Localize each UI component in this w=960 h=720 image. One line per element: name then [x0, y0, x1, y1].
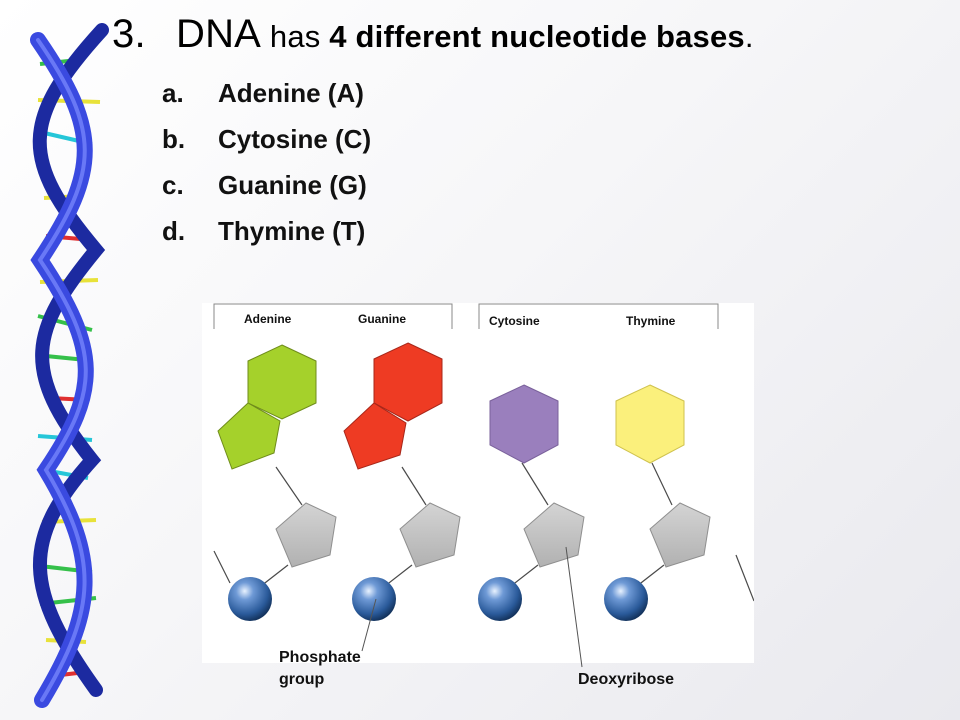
list-item: c. Guanine (G) [162, 170, 371, 216]
deoxyribose-label: Deoxyribose [578, 671, 674, 688]
deoxyribose-leader-line [565, 546, 583, 668]
list-letter: b. [162, 124, 186, 154]
deoxyribose-sugars [275, 502, 711, 568]
list-item: b. Cytosine (C) [162, 124, 371, 170]
heading-bold-text: 4 different nucleotide bases [329, 19, 745, 54]
adenine-base [217, 344, 317, 470]
cytosine-base [489, 384, 559, 464]
helix-strand-highlight [36, 38, 88, 702]
phosphate-spheres [228, 577, 648, 621]
list-label: Guanine (G) [218, 170, 367, 200]
list-letter: a. [162, 78, 184, 108]
phosphate-leader-line [361, 598, 377, 652]
heading-number: 3. [112, 12, 146, 56]
dna-helix-illustration [30, 23, 109, 708]
label-thymine: Thymine [626, 314, 676, 328]
slide-heading: 3. DNA has 4 different nucleotide bases. [112, 12, 754, 57]
helix-strand-back [32, 23, 109, 697]
purine-bracket [213, 303, 453, 329]
guanine-base [343, 342, 443, 470]
label-guanine: Guanine [358, 312, 406, 326]
list-letter: d. [162, 216, 186, 246]
phosphate-label-line1: Phosphate [279, 649, 361, 666]
list-label: Adenine (A) [218, 78, 364, 108]
heading-period: . [744, 19, 754, 54]
thymine-base [615, 384, 685, 464]
bases-list: a. Adenine (A) b. Cytosine (C) c. Guanine (… [162, 78, 371, 262]
list-label: Cytosine (C) [218, 124, 372, 154]
phosphate-label-line2: group [279, 671, 325, 688]
pyrimidine-bracket [478, 303, 719, 329]
list-label: Thymine (T) [218, 216, 366, 246]
heading-dna: DNA [176, 12, 262, 56]
list-item: d. Thymine (T) [162, 216, 371, 262]
list-letter: c. [162, 170, 184, 200]
list-item: a. Adenine (A) [162, 78, 371, 124]
heading-has: has [261, 19, 330, 54]
label-cytosine: Cytosine [489, 314, 540, 328]
label-adenine: Adenine [244, 312, 292, 326]
nucleotide-diagram: Adenine Guanine Cytosine Thymine [202, 303, 754, 688]
